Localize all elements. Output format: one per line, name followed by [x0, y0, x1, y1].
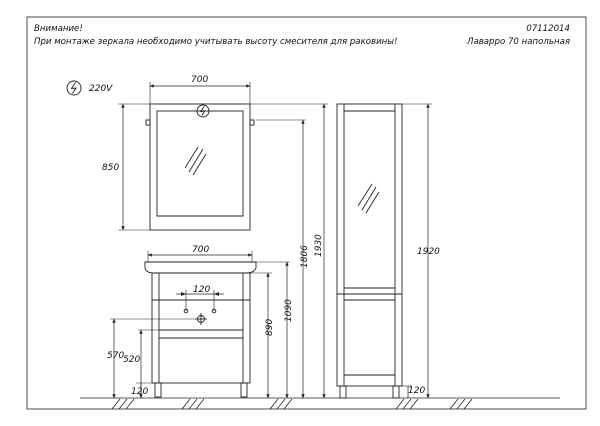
sink-cabinet — [144, 261, 257, 398]
mirror-width-label: 700 — [191, 75, 208, 85]
outlet-lightning-icon — [196, 104, 210, 118]
floor-line — [80, 397, 560, 410]
drain-height-570-label: 570 — [107, 351, 124, 361]
faucet-spacing-label: 120 — [193, 285, 210, 295]
sheet-border — [26, 16, 587, 410]
model-name: Лаварро 70 напольная — [467, 37, 570, 47]
column-legs-height-label: 120 — [408, 386, 425, 396]
cabinet-height-label: 890 — [265, 319, 275, 336]
power-label: 220V — [89, 84, 113, 94]
outlet-height-label: 1806 — [300, 245, 310, 268]
sink-top-height-label: 1090 — [284, 299, 294, 322]
electric-lightning-icon — [66, 80, 82, 96]
document-code: 07112014 — [526, 24, 570, 34]
drain-height-520-label: 520 — [123, 355, 140, 365]
warning-text: При монтаже зеркала необходимо учитывать… — [34, 37, 398, 47]
mirror — [145, 103, 255, 231]
column-height-label: 1920 — [417, 247, 440, 257]
mirror-height-label: 850 — [102, 163, 119, 173]
column-cabinet — [336, 103, 403, 399]
legs-height-left-label: 120 — [131, 387, 148, 397]
warning-title: Внимание! — [34, 24, 83, 34]
mirror-top-height-label: 1930 — [314, 234, 324, 257]
sink-width-label: 700 — [192, 245, 209, 255]
